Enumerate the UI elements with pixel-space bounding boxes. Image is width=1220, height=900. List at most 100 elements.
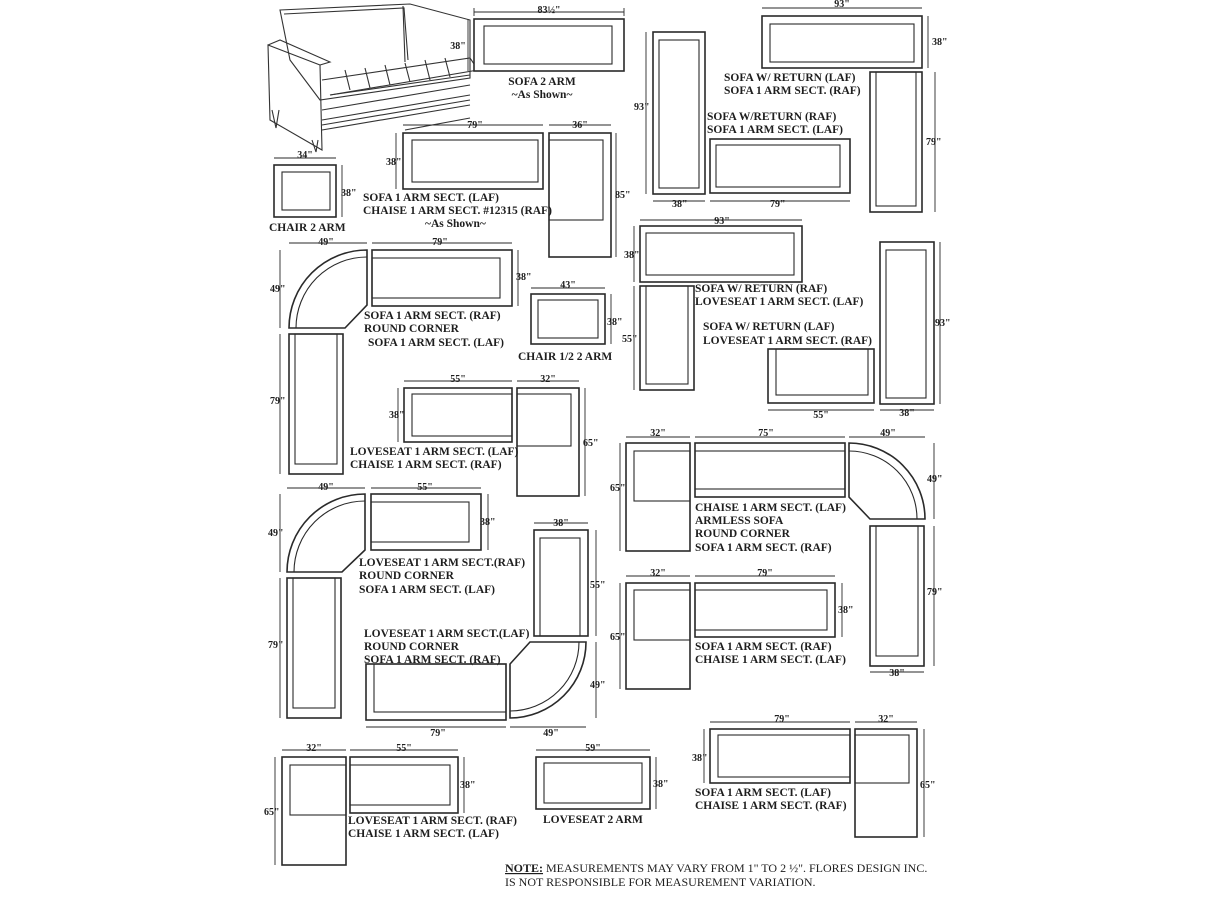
label: CHAIR 2 ARM [269,222,346,234]
label-2: ARMLESS SOFA [695,515,784,527]
label-1: SOFA 1 ARM SECT. (RAF) [364,310,501,322]
loveseat-chaise-laf: 32" 55" 65" 38" LOVESEAT 1 ARM SECT. (RA… [264,743,517,866]
dim-corner-width: 49" [318,482,334,493]
dim-chaise-height: 65" [610,632,626,643]
dim-chaise-width: 32" [650,428,666,439]
dim-depth: 38" [932,37,948,48]
dim-chaise-height: 65" [264,807,280,818]
dim-depth: 38" [838,605,854,616]
label-3: SOFA 1 ARM SECT. (LAF) [368,337,504,349]
label: SOFA 2 ARM [508,76,576,88]
dim-chaise-height: 65" [583,438,599,449]
label-1: SOFA 1 ARM SECT. (RAF) [695,641,832,653]
chair-half-2-arm: 43" 38" CHAIR 1/2 2 ARM [518,280,623,363]
sub-label: ~As Shown~ [512,89,573,101]
dim-width: 79" [430,728,446,739]
dim-width: 93" [714,216,730,227]
dim-corner-width: 49" [543,728,559,739]
dim-width: 55" [417,482,433,493]
label-2: CHAISE 1 ARM SECT. (RAF) [695,800,847,812]
dim-corner-width: 49" [880,428,896,439]
dim-depth: 38" [460,780,476,791]
label-2: SOFA 1 ARM SECT. (RAF) [724,85,861,97]
label-1: SOFA 1 ARM SECT. (LAF) [363,192,499,204]
label-2: CHAISE 1 ARM SECT. (RAF) [350,459,502,471]
dim-depth: 38" [672,199,688,210]
dim-depth: 38" [624,250,640,261]
dim-height-chaise: 85" [615,190,631,201]
label-1: SOFA W/ RETURN (LAF) [703,321,835,333]
label-1: SOFA 1 ARM SECT. (LAF) [695,787,831,799]
label-2: CHAISE 1 ARM SECT. (LAF) [348,828,499,840]
dim-height: 79" [926,137,942,148]
measurement-note: NOTE: MEASUREMENTS MAY VARY FROM 1" TO 2… [505,861,927,889]
label-1: SOFA W/RETURN (RAF) [707,111,836,123]
dim-width: 55" [450,374,466,385]
loveseat-2-arm: 59" 38" LOVESEAT 2 ARM [535,743,669,826]
round-corner-sectional-3: 38" 55" 49" 79" 49" LOVESEAT 1 ARM SECT.… [364,518,606,739]
note-text-1: MEASUREMENTS MAY VARY FROM 1" TO 2 ½". F… [543,861,927,875]
dim-chaise-width: 32" [540,374,556,385]
dim-width: 55" [813,410,829,421]
dim-width-chaise: 36" [572,120,588,131]
dim-depth: 38" [889,668,905,679]
dim-width: 55" [396,743,412,754]
round-corner-sectional-1: 49" 49" 79" 38" 79" SOFA 1 ARM SECT. (RA… [270,237,532,475]
dim-width-sofa: 79" [467,120,483,131]
sofa-with-return-raf: 93" 38" 79" SOFA W/RETURN (RAF) SOFA 1 A… [634,31,851,210]
dim-width: 79" [757,568,773,579]
label-1: LOVESEAT 1 ARM SECT.(LAF) [364,628,530,640]
dim-armless-width: 75" [758,428,774,439]
dim-depth: 38" [692,753,708,764]
dim-chaise-width: 32" [878,714,894,725]
dim-height: 55" [590,580,606,591]
label-1: LOVESEAT 1 ARM SECT. (RAF) [348,815,517,827]
dim-corner-depth: 49" [270,284,286,295]
dim-width: 43" [560,280,576,291]
sofa-chaise-raf: 79" 32" 38" 65" SOFA 1 ARM SECT. (LAF) C… [692,714,936,838]
label-1: LOVESEAT 1 ARM SECT.(RAF) [359,557,525,569]
label-1: CHAISE 1 ARM SECT. (LAF) [695,502,846,514]
dim-width: 79" [770,199,786,210]
dim-depth: 38" [341,188,357,199]
note-line-2: IS NOT RESPONSIBLE FOR MEASUREMENT VARIA… [505,875,816,889]
dim-height: 79" [268,640,284,651]
dim-height: 79" [927,587,943,598]
label-3: SOFA 1 ARM SECT. (RAF) [364,654,501,666]
label-3: SOFA 1 ARM SECT. (LAF) [359,584,495,596]
dim-width: 79" [432,237,448,248]
label-2: LOVESEAT 1 ARM SECT. (LAF) [695,296,864,308]
dim-height: 93" [935,318,951,329]
label-2: ROUND CORNER [364,641,460,653]
label: LOVESEAT 2 ARM [543,814,643,826]
sofa-return-raf-loveseat: 93" 38" 55" SOFA W/ RETURN (RAF) LOVESEA… [622,216,864,391]
dim-depth: 38" [480,517,496,528]
dim-chaise-height: 65" [920,780,936,791]
dim-depth: 38" [653,779,669,790]
dim-corner-depth: 49" [927,474,943,485]
label-2: ROUND CORNER [359,570,455,582]
dim-height: 93" [634,102,650,113]
sofa-2-arm: 83½" 38" SOFA 2 ARM ~As Shown~ [450,5,625,101]
dim-width: 34" [297,150,313,161]
dim-width: 93" [834,0,850,10]
dim-width: 83½" [537,5,560,16]
label-2: CHAISE 1 ARM SECT. #12315 (RAF) [363,205,552,217]
sub-label: ~As Shown~ [425,218,486,230]
dim-width: 59" [585,743,601,754]
sofa-chaise-laf: 32" 79" 65" 38" SOFA 1 ARM SECT. (RAF) C… [610,568,854,690]
sofa-with-return-laf: 93" 38" 79" SOFA W/ RETURN (LAF) SOFA 1 … [724,0,948,213]
dim-chaise-height: 65" [610,483,626,494]
label-2: ROUND CORNER [364,323,460,335]
label: CHAIR 1/2 2 ARM [518,351,612,363]
dim-width: 79" [774,714,790,725]
sofa-perspective-sketch [267,3,479,153]
note-line-1: NOTE: MEASUREMENTS MAY VARY FROM 1" TO 2… [505,861,927,875]
dim-corner-depth: 49" [590,680,606,691]
label-2: LOVESEAT 1 ARM SECT. (RAF) [703,335,872,347]
dim-corner-width: 49" [318,237,334,248]
dim-chaise-width: 32" [650,568,666,579]
dim-depth: 38" [389,410,405,421]
sofa-chaise-12315: 79" 36" 38" 85" SOFA 1 ARM SECT. (LAF) C… [363,120,631,258]
